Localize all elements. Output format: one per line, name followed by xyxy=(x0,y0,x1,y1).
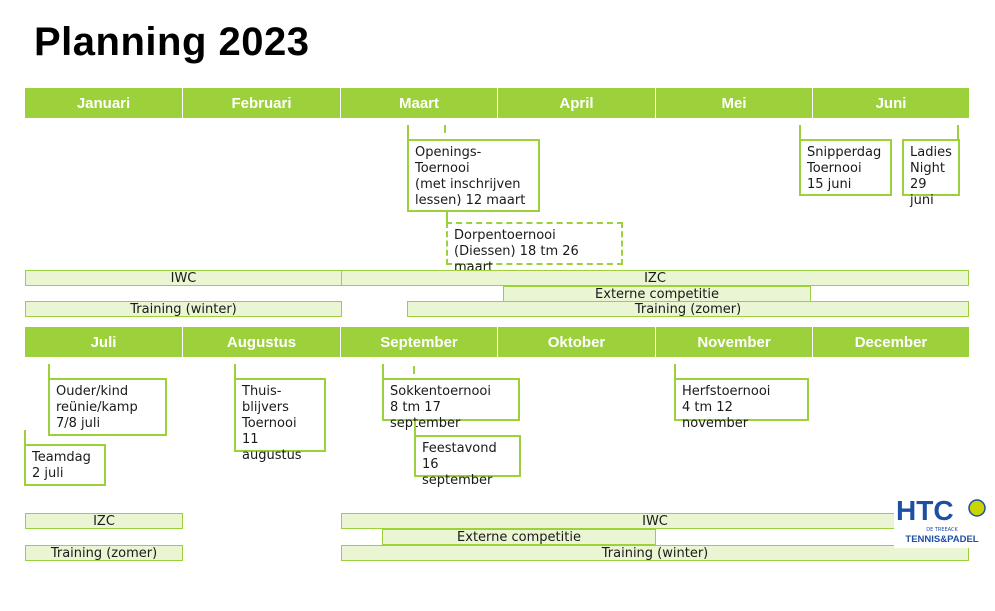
month-januari: Januari xyxy=(25,88,182,118)
event-ouder-kind: Ouder/kind reünie/kamp 7/8 juli xyxy=(48,378,167,436)
event-stem xyxy=(414,421,416,437)
month-november: November xyxy=(655,327,812,357)
band-externe-bottom: Externe competitie xyxy=(382,529,656,545)
event-dorpentoernooi: Dorpentoernooi (Diessen) 18 tm 26 maart xyxy=(446,222,623,275)
month-september: September xyxy=(340,327,497,357)
band-externe-top: Externe competitie xyxy=(503,286,811,302)
event-stem xyxy=(382,364,384,380)
event-stem xyxy=(24,430,26,446)
band-training-zomer-top: Training (zomer) xyxy=(407,301,969,317)
event-stem xyxy=(413,366,415,374)
band-training-winter-top: Training (winter) xyxy=(25,301,342,317)
month-april: April xyxy=(497,88,655,118)
month-oktober: Oktober xyxy=(497,327,655,357)
event-stem xyxy=(234,364,236,380)
month-augustus: Augustus xyxy=(182,327,340,357)
htc-logo: HTC DE TREEACK TENNIS&PADEL xyxy=(894,494,990,548)
page-title: Planning 2023 xyxy=(34,20,310,64)
event-snipperdag: Snipperdag Toernooi 15 juni xyxy=(799,139,892,196)
event-stem xyxy=(48,364,50,380)
tennis-ball-icon xyxy=(968,499,986,517)
band-training-zomer-bottom: Training (zomer) xyxy=(25,545,183,561)
month-februari: Februari xyxy=(182,88,340,118)
band-iwc-bottom: IWC xyxy=(341,513,969,529)
event-herfstoernooi: Herfstoernooi 4 tm 12 november xyxy=(674,378,809,431)
month-maart: Maart xyxy=(340,88,497,118)
event-stem xyxy=(957,125,959,141)
month-december: December xyxy=(812,327,969,357)
event-stem xyxy=(407,125,409,141)
logo-text: HTC xyxy=(896,495,954,526)
band-iwc-top: IWC xyxy=(25,270,342,286)
logo-tagline: TENNIS&PADEL xyxy=(905,534,978,545)
event-openingstoernooi: Openings- Toernooi (met inschrijven less… xyxy=(407,139,540,212)
band-training-winter-bottom: Training (winter) xyxy=(341,545,969,561)
logo-subtitle: DE TREEACK xyxy=(926,527,958,533)
event-stem xyxy=(674,364,676,380)
event-ladies-night: Ladies Night 29 juni xyxy=(902,139,960,208)
event-teamdag: Teamdag 2 juli xyxy=(24,444,106,486)
event-stem xyxy=(799,125,801,141)
event-feestavond: Feestavond 16 september xyxy=(414,435,521,488)
month-juli: Juli xyxy=(25,327,182,357)
event-thuisblijvers: Thuis- blijvers Toernooi 11 augustus xyxy=(234,378,326,463)
event-sokkentoernooi: Sokkentoernooi 8 tm 17 september xyxy=(382,378,520,431)
event-stem xyxy=(446,212,448,224)
month-mei: Mei xyxy=(655,88,812,118)
band-izc-top: IZC xyxy=(341,270,969,286)
event-stem xyxy=(444,125,446,133)
band-izc-bottom: IZC xyxy=(25,513,183,529)
month-juni: Juni xyxy=(812,88,969,118)
